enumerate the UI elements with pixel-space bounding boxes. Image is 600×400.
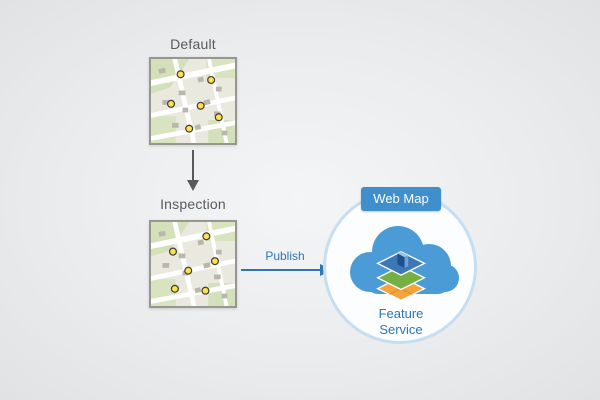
inspection-map-thumbnail (149, 220, 237, 308)
feature-service-layers-icon (376, 250, 426, 302)
web-map-badge: Web Map (361, 187, 441, 211)
feature-service-label: Feature Service (378, 306, 424, 338)
publish-arrow-icon (241, 264, 332, 276)
default-map-image (151, 59, 235, 143)
default-map-label: Default (170, 36, 216, 52)
down-arrow-icon (187, 150, 199, 191)
default-map-thumbnail (149, 57, 237, 145)
publish-arrow-label: Publish (265, 249, 305, 263)
inspection-map-label: Inspection (160, 196, 226, 212)
inspection-map-image (151, 222, 235, 306)
